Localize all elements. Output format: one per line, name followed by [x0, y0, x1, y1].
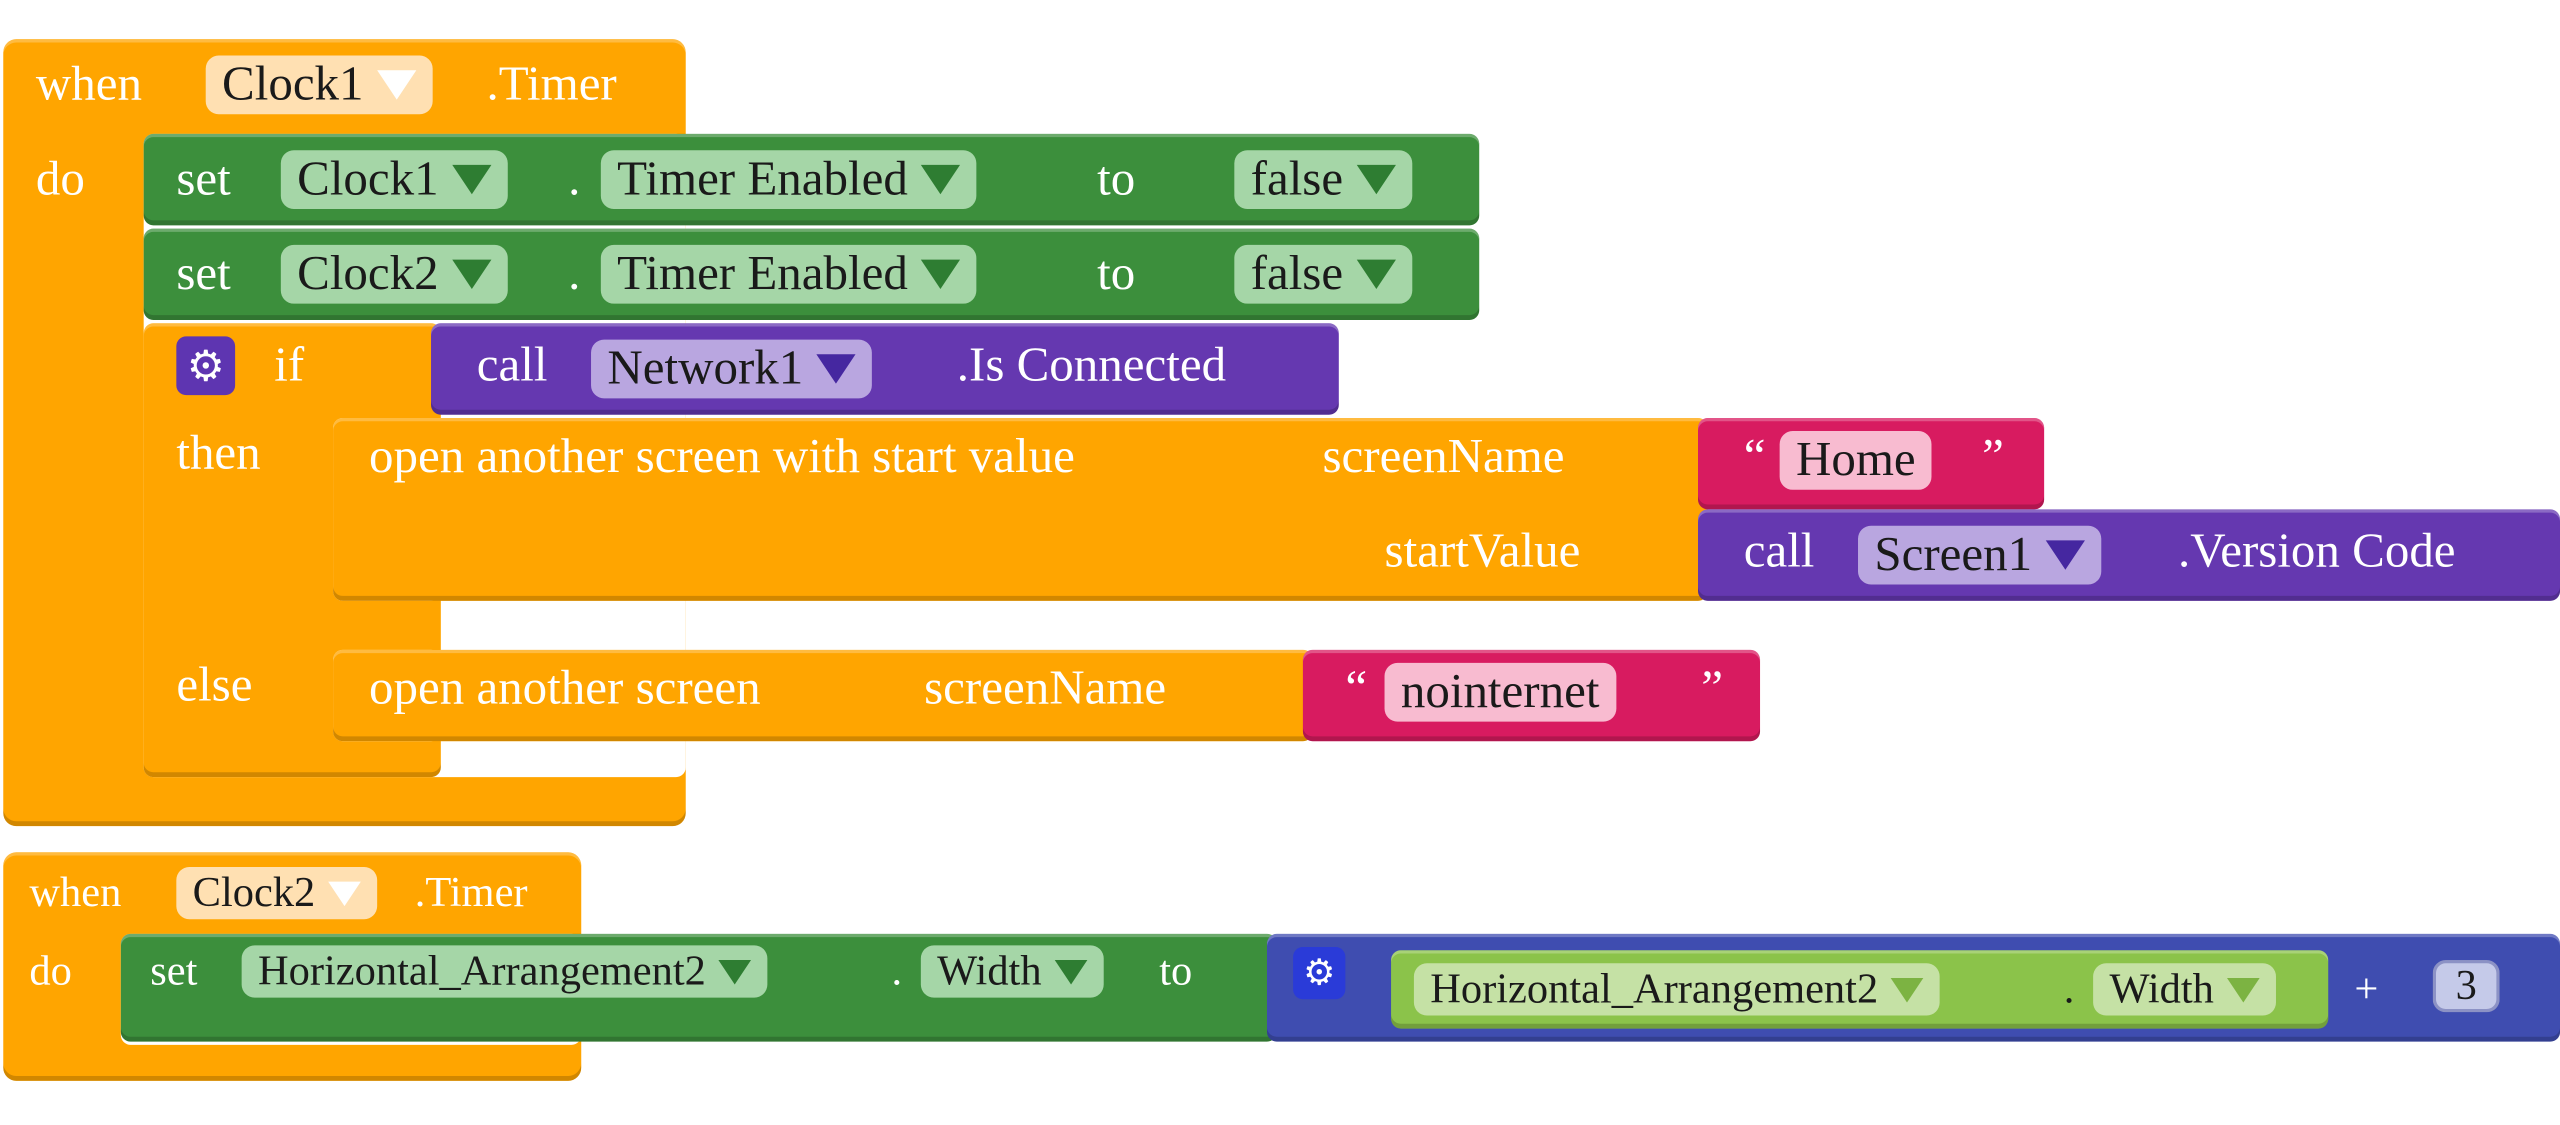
boolean-value: false	[1250, 151, 1344, 206]
property-name: Width	[937, 946, 1042, 995]
method-name: .Is Connected	[956, 337, 1227, 392]
dropdown-caret-icon	[1054, 959, 1088, 984]
screenname-label: screenName	[1322, 429, 1565, 484]
dropdown-caret-icon	[920, 259, 961, 289]
text-value-home[interactable]: Home	[1779, 431, 1933, 490]
component-dropdown-clock2[interactable]: Clock2	[176, 866, 378, 920]
component-name: Clock2	[297, 246, 439, 301]
number-value: 3	[2455, 961, 2477, 1010]
property-name: Timer Enabled	[617, 151, 908, 206]
dot-label: .	[568, 151, 581, 206]
property-dropdown-timer-enabled[interactable]: Timer Enabled	[600, 244, 977, 304]
component-name: Screen1	[1874, 527, 2033, 582]
number-block-3[interactable]: 3	[2432, 960, 2500, 1013]
property-dropdown-timer-enabled[interactable]: Timer Enabled	[600, 150, 977, 209]
dropdown-caret-icon	[328, 880, 362, 906]
property-dropdown-width[interactable]: Width	[2093, 963, 2276, 1016]
dropdown-caret-icon	[920, 164, 961, 195]
plus-operator: +	[2354, 964, 2379, 1013]
to-label: to	[1097, 246, 1136, 301]
component-dropdown-screen1[interactable]: Screen1	[1858, 525, 2101, 585]
set-label: set	[150, 946, 198, 995]
component-name: Clock2	[192, 868, 316, 916]
call-block-screen1-version-code[interactable]	[1698, 509, 2560, 601]
component-name: Clock1	[297, 151, 439, 206]
quote-close: ”	[1701, 661, 1724, 716]
do-label: do	[35, 151, 85, 206]
do-label: do	[29, 946, 72, 995]
boolean-dropdown-false[interactable]: false	[1234, 244, 1412, 304]
to-label: to	[1097, 151, 1136, 206]
component-name: Clock1	[222, 57, 364, 112]
component-dropdown-horizontal-arrangement2[interactable]: Horizontal_Arrangement2	[1413, 963, 1941, 1016]
event-name: .Timer	[414, 868, 528, 916]
dot-label: .	[891, 946, 903, 995]
else-label: else	[176, 657, 253, 712]
component-dropdown-horizontal-arrangement2[interactable]: Horizontal_Arrangement2	[241, 945, 768, 998]
gear-icon[interactable]: ⚙	[176, 336, 236, 396]
dropdown-caret-icon	[1356, 259, 1396, 289]
then-label: then	[176, 426, 261, 481]
boolean-value: false	[1250, 246, 1344, 301]
text-value-nointernet[interactable]: nointernet	[1384, 662, 1616, 722]
property-dropdown-width[interactable]: Width	[920, 945, 1104, 998]
dot-label: .	[568, 246, 581, 301]
quote-open: “	[1743, 429, 1766, 484]
dropdown-caret-icon	[816, 354, 856, 384]
dropdown-caret-icon	[451, 259, 491, 289]
set-label: set	[176, 151, 231, 206]
boolean-dropdown-false[interactable]: false	[1234, 150, 1412, 209]
gear-icon[interactable]: ⚙	[1293, 946, 1346, 1000]
component-dropdown-clock2[interactable]: Clock2	[280, 244, 508, 304]
call-block-network1-is-connected[interactable]	[431, 323, 1339, 415]
open-screen-block[interactable]	[333, 649, 1313, 742]
when-label: when	[35, 57, 143, 112]
dropdown-caret-icon	[376, 70, 416, 100]
screenname-label: screenName	[924, 661, 1167, 716]
open-screen-with-value-block[interactable]	[333, 417, 1708, 601]
if-label: if	[274, 337, 305, 392]
text-value: Home	[1795, 432, 1916, 487]
text-value: nointernet	[1400, 664, 1600, 719]
quote-close: ”	[1982, 429, 2004, 484]
to-label: to	[1159, 946, 1193, 995]
quote-open: “	[1345, 661, 1368, 716]
when-label: when	[29, 868, 122, 916]
component-name: Horizontal_Arrangement2	[1430, 964, 1879, 1013]
component-dropdown-clock1[interactable]: Clock1	[205, 55, 433, 115]
block-label: open another screen	[368, 661, 761, 716]
component-name: Horizontal_Arrangement2	[257, 946, 706, 995]
dot-label: .	[2063, 964, 2075, 1013]
dropdown-caret-icon	[2045, 540, 2085, 570]
dropdown-caret-icon	[451, 164, 491, 195]
block-label: open another screen with start value	[368, 429, 1075, 484]
startvalue-label: startValue	[1384, 524, 1581, 578]
set-label: set	[176, 246, 231, 301]
event-name: .Timer	[486, 57, 617, 112]
component-dropdown-clock1[interactable]: Clock1	[280, 150, 508, 209]
component-name: Network1	[607, 341, 804, 396]
property-name: Timer Enabled	[617, 246, 908, 301]
method-name: .Version Code	[2178, 524, 2456, 578]
dropdown-caret-icon	[2226, 977, 2260, 1002]
dropdown-caret-icon	[1356, 164, 1396, 195]
call-label: call	[476, 337, 548, 392]
component-dropdown-network1[interactable]: Network1	[591, 339, 872, 399]
dropdown-caret-icon	[718, 959, 752, 984]
property-name: Width	[2109, 964, 2214, 1013]
call-label: call	[1743, 524, 1815, 578]
dropdown-caret-icon	[1891, 977, 1924, 1002]
